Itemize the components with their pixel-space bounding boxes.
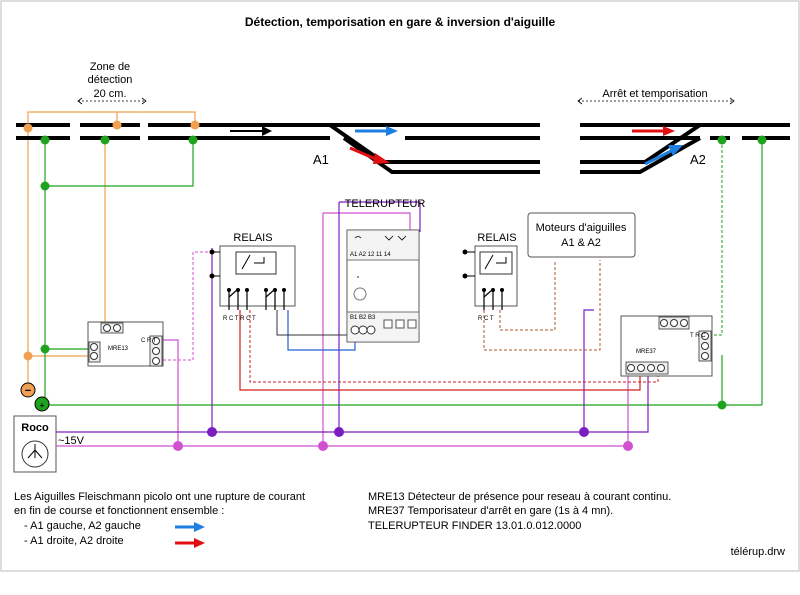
zone-label-1: Zone de (90, 61, 130, 73)
purple-wires (68, 201, 649, 433)
note-line-1: MRE13 Détecteur de présence pour reseau … (368, 491, 671, 503)
track-dots (23, 120, 767, 410)
zone-dimension-line (77, 97, 147, 105)
relais2-pins: R C T (478, 316, 494, 322)
legend-item-1: - A1 gauche, A2 gauche (24, 520, 141, 532)
zone-distance: 20 cm. (93, 88, 126, 100)
legend-line-2: en fin de course et fonctionnent ensembl… (14, 505, 224, 517)
moteurs-box: Moteurs d'aiguilles A1 & A2 (527, 212, 636, 258)
diagram-title: Détection, temporisation en gare & inver… (245, 15, 556, 29)
note-line-3: TELERUPTEUR FINDER 13.01.0.012.0000 (368, 520, 581, 532)
roco-transformer: Roco (13, 415, 68, 473)
mre37-pins: T R C (690, 333, 706, 339)
minus-terminal: − (20, 382, 36, 398)
arret-dimension-line (577, 97, 735, 105)
green-dashed-wire (712, 140, 723, 336)
black-arrow (230, 126, 272, 136)
telerupteur-label: TELERUPTEUR (345, 198, 426, 210)
plus-label: + (40, 401, 45, 410)
brown-dashed-wire-2 (499, 260, 556, 331)
roco-label: Roco (21, 422, 49, 434)
plus-terminal: + (34, 396, 50, 412)
orange-wires (27, 111, 196, 390)
file-name: télérup.drw (731, 546, 785, 558)
label-a1: A1 (313, 152, 329, 167)
note-line-2: MRE37 Temporisateur d'arrêt en gare (1s … (368, 505, 613, 517)
green-wires (42, 140, 763, 406)
brown-dashed-wire-1 (483, 260, 601, 351)
mre13-module: MRE13 C R T (87, 321, 164, 367)
relais1-label: RELAIS (233, 232, 272, 244)
mre13-label: MRE13 (108, 346, 129, 352)
legend-red-arrow (175, 538, 205, 548)
blue-arrow-a2 (644, 145, 683, 166)
blue-wire (287, 310, 356, 351)
label-a2: A2 (690, 152, 706, 167)
red-dashed-wire (249, 310, 659, 383)
arret-label: Arrêt et temporisation (602, 88, 707, 100)
legend-item-2: - A1 droite, A2 droite (24, 535, 124, 547)
mre13-pins: C R T (141, 338, 157, 344)
relais1-module: R C T R C T (209, 245, 296, 322)
power-dots (173, 427, 633, 451)
telerupteur-bottom-pins: B1 B2 B3 (350, 315, 376, 321)
mre37-module: MRE37 T R C (620, 315, 713, 377)
telerupteur-module: A1 A2 12 11 14 B1 B2 B3 (346, 229, 420, 343)
legend-line-1: Les Aiguilles Fleischmann picolo ont une… (14, 491, 305, 503)
voltage-label: ~15V (58, 435, 85, 447)
red-arrow-a1 (349, 146, 390, 164)
dark-wire (276, 310, 363, 336)
blue-arrow-a1 (355, 126, 398, 136)
moteurs-label-1: Moteurs d'aiguilles (536, 222, 627, 234)
legend-blue-arrow (175, 522, 205, 532)
relais1-pins: R C T R C T (223, 316, 256, 322)
red-arrow-a2 (632, 126, 675, 136)
telerupteur-top-pins: A1 A2 12 11 14 (350, 252, 391, 258)
relais2-module: R C T (462, 245, 518, 322)
zone-label-2: détection (88, 74, 133, 86)
relais2-label: RELAIS (477, 232, 516, 244)
magenta-wires (68, 212, 629, 447)
minus-label: − (25, 385, 31, 397)
magenta-dashed-wire (163, 251, 212, 361)
frame (0, 0, 800, 572)
mre37-label: MRE37 (636, 349, 657, 355)
moteurs-label-2: A1 & A2 (561, 237, 601, 249)
